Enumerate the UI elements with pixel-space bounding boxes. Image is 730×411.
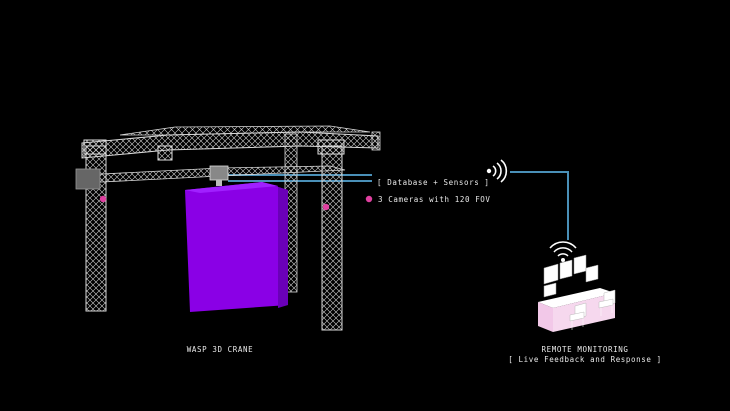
data-link-label: [ Database + Sensors ] <box>377 178 490 187</box>
crane-label: WASP 3D CRANE <box>186 345 254 354</box>
print-volume <box>185 182 288 312</box>
chair-icon <box>569 289 616 330</box>
camera-legend-icon <box>365 195 373 203</box>
crane-joints <box>83 139 345 161</box>
extruder-head <box>209 165 229 186</box>
workstation-wifi-icon <box>549 241 577 262</box>
camera-dot-icon <box>322 203 330 211</box>
data-link-lines <box>228 171 569 240</box>
monitor-icon <box>543 254 599 298</box>
camera-label: 3 Cameras with 120 FOV <box>378 195 491 204</box>
wasp-3d-crane <box>75 125 381 331</box>
remote-monitoring-subtitle: [ Live Feedback and Response ] <box>508 355 662 364</box>
motor-box <box>75 168 101 190</box>
remote-monitoring-title: REMOTE MONITORING <box>541 345 629 354</box>
camera-dot-icon <box>99 195 107 203</box>
remote-workstation <box>538 241 616 332</box>
wifi-icon <box>486 159 508 183</box>
